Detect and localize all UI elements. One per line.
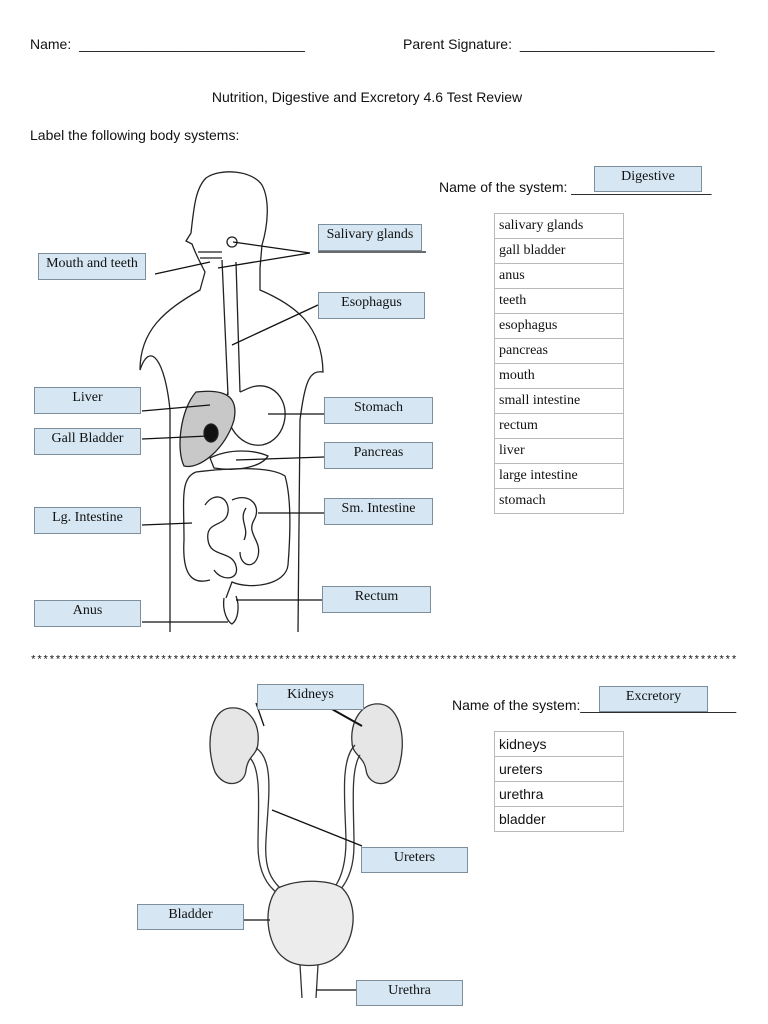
large-intestine-shape — [182, 468, 291, 599]
word-bank-item: anus — [494, 263, 624, 289]
word-bank-item: salivary glands — [494, 213, 624, 239]
name-blank[interactable]: _____________________________ — [79, 36, 305, 52]
word-bank-item: small intestine — [494, 388, 624, 414]
word-bank-item: urethra — [494, 781, 624, 807]
name-label: Name: — [30, 36, 72, 52]
name-row: Name: _____________________________ — [30, 36, 305, 52]
word-bank-item: pancreas — [494, 338, 624, 364]
system-prompt-label: Name of the system: — [439, 179, 568, 195]
word-bank-item: mouth — [494, 363, 624, 389]
mouth-teeth-label[interactable]: Mouth and teeth — [38, 253, 146, 280]
word-bank-item: liver — [494, 438, 624, 464]
ureters-label[interactable]: Ureters — [361, 847, 468, 873]
pancreas-label[interactable]: Pancreas — [324, 442, 433, 469]
excretory-word-bank: kidneys ureters urethra bladder — [494, 731, 624, 832]
excretory-system-answer[interactable]: Excretory — [599, 686, 708, 712]
word-bank-item: large intestine — [494, 463, 624, 489]
anus-label[interactable]: Anus — [34, 600, 141, 627]
word-bank-item: stomach — [494, 488, 624, 514]
urethra-shape — [299, 964, 319, 999]
esophagus-label[interactable]: Esophagus — [318, 292, 425, 319]
instruction-text: Label the following body systems: — [30, 127, 240, 143]
liver-label[interactable]: Liver — [34, 387, 141, 414]
teeth-shape — [198, 251, 222, 259]
parent-signature-blank[interactable]: _________________________ — [519, 36, 715, 52]
page-title: Nutrition, Digestive and Excretory 4.6 T… — [211, 89, 523, 105]
kidneys-label[interactable]: Kidneys — [257, 684, 364, 710]
gall-bladder-shape — [203, 423, 219, 443]
word-bank-item: kidneys — [494, 731, 624, 757]
parent-signature-row: Parent Signature: ______________________… — [403, 36, 715, 52]
rectum-shape — [222, 595, 239, 625]
gall-bladder-label[interactable]: Gall Bladder — [34, 428, 141, 455]
bladder-shape — [267, 880, 354, 967]
lg-intestine-label[interactable]: Lg. Intestine — [34, 507, 141, 534]
parent-signature-label: Parent Signature: — [403, 36, 512, 52]
digestive-word-bank: salivary glands gall bladder anus teeth … — [494, 213, 624, 514]
left-kidney-shape — [209, 707, 259, 785]
word-bank-item: teeth — [494, 288, 624, 314]
body-outline — [139, 171, 324, 633]
stomach-label[interactable]: Stomach — [324, 397, 433, 424]
small-intestine-shape — [204, 496, 260, 579]
word-bank-item: esophagus — [494, 313, 624, 339]
section-divider: ****************************************… — [30, 655, 736, 667]
word-bank-item: bladder — [494, 806, 624, 832]
right-ureter-shape — [333, 744, 361, 893]
right-kidney-shape — [351, 703, 403, 785]
rectum-label[interactable]: Rectum — [322, 586, 431, 613]
system-prompt-label: Name of the system: — [452, 697, 581, 713]
word-bank-item: gall bladder — [494, 238, 624, 264]
word-bank-item: ureters — [494, 756, 624, 782]
salivary-glands-label[interactable]: Salivary glands — [318, 224, 422, 251]
word-bank-item: rectum — [494, 413, 624, 439]
sm-intestine-label[interactable]: Sm. Intestine — [324, 498, 433, 525]
urethra-label[interactable]: Urethra — [356, 980, 463, 1006]
left-ureter-shape — [249, 747, 281, 893]
bladder-label[interactable]: Bladder — [137, 904, 244, 930]
digestive-system-answer[interactable]: Digestive — [594, 166, 702, 192]
esophagus-tube — [221, 259, 241, 396]
